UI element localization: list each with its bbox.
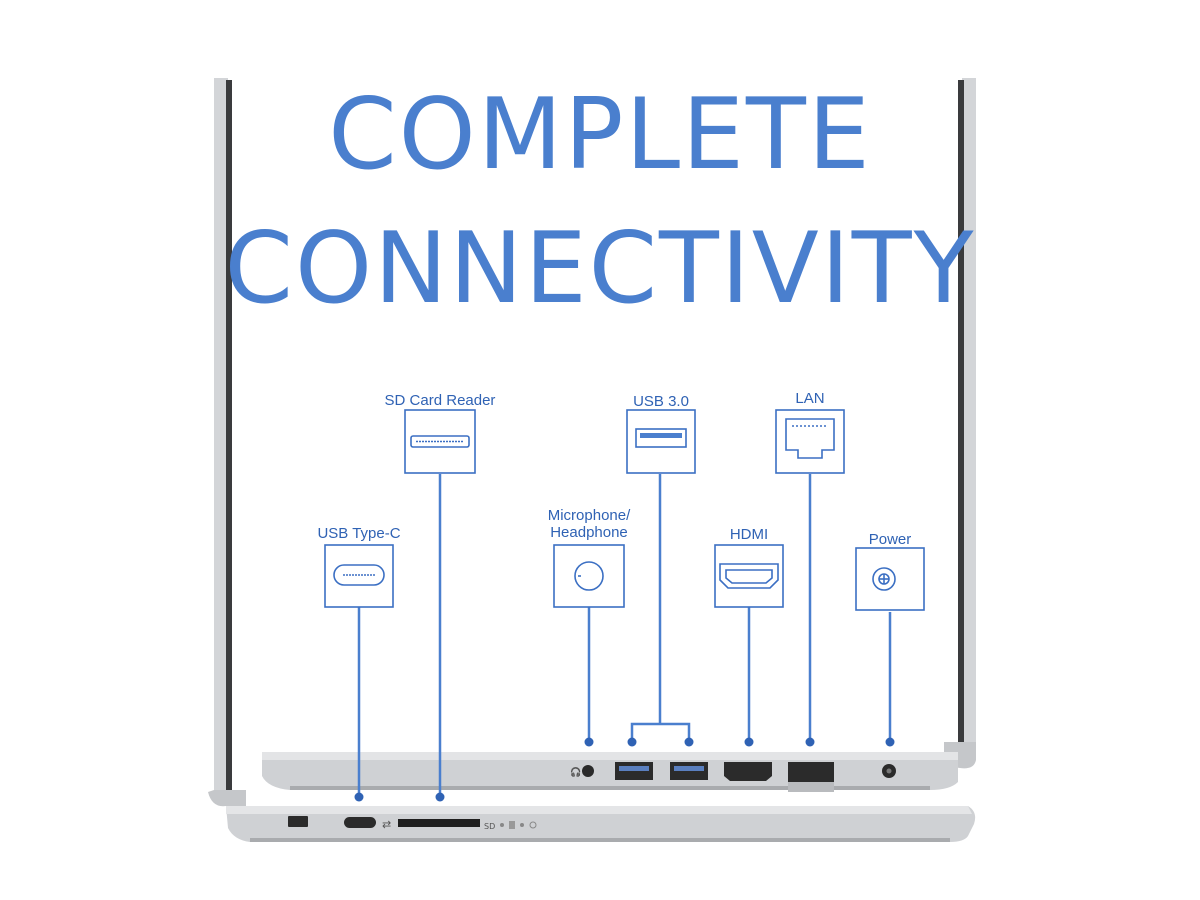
laptop-base-left-side: ⇄ SD [226,806,976,842]
headphone-jack-hole-icon [582,765,594,777]
port-label-audio-line-1: Microphone/ [547,507,631,524]
power-jack-icon [855,547,925,611]
connector-lines [357,474,892,797]
port-label-lan: LAN [795,390,825,407]
svg-text:⇄: ⇄ [382,818,391,831]
hdmi-port-icon [714,544,784,608]
usb3-branch-line [630,722,691,742]
connector-dots [354,737,895,802]
headphone-jack-icon [553,544,625,608]
port-label-usb3: USB 3.0 [633,393,689,410]
laptop-base-right-side: 🎧 [262,752,958,792]
headline-line-1: COMPLETE [328,78,872,192]
port-label-power: Power [868,531,912,548]
hdmi-port-hole-icon [724,762,772,781]
headline-line-2: CONNECTIVITY [224,212,976,326]
port-label-audio-line-2: Headphone [550,524,628,541]
port-label-sd: SD Card Reader [384,392,496,409]
port-label-usb-c: USB Type-C [317,525,401,542]
ethernet-port-hole-icon [788,762,834,782]
port-label-hdmi: HDMI [729,526,769,543]
usb-c-port-hole-icon [344,817,376,828]
port-label-audio: Microphone/Headphone [519,507,659,541]
ethernet-port-icon [775,409,845,474]
left-screen-bezel [208,78,246,807]
usb-a-port-icon [626,409,696,474]
security-lock-slot-icon [288,816,308,827]
sd-mark: SD [484,822,495,831]
usb-c-port-icon [324,544,394,608]
sd-card-slot-icon [404,409,476,474]
sd-card-slot-hole-icon [398,819,480,827]
right-screen-bezel [944,78,976,769]
svg-text:🎧: 🎧 [570,766,581,778]
